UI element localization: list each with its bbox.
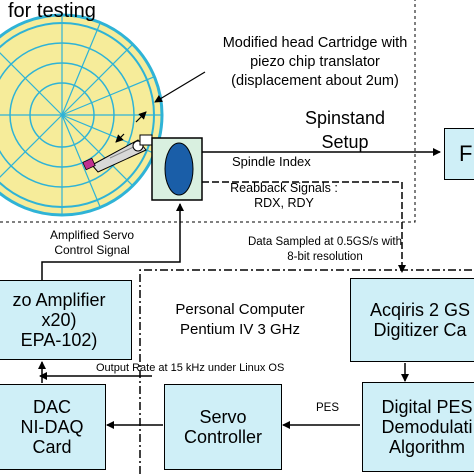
amplified-servo-line1: Amplified Servo [49, 228, 135, 242]
pc-border [139, 269, 474, 474]
piezo-amplifier-line2: x20) [41, 309, 77, 330]
servo-signal-line [41, 203, 184, 280]
piezo-amplifier-box: zo Amplifier x20) EPA-102) [0, 280, 132, 360]
displacement-arrows [115, 111, 147, 143]
acqiris-line2: Digitizer Ca [373, 320, 467, 340]
acqiris-digitizer-box: Acqiris 2 GS Digitizer Ca [350, 278, 474, 362]
data-sampled-line1: Data Sampled at 0.5GS/s with [247, 236, 403, 248]
spinstand-border [0, 0, 416, 223]
spinstand-label-line1: Spinstand [304, 108, 386, 128]
spinstand-label-line2: Setup [321, 132, 369, 152]
servo-controller-box: Servo Controller [164, 384, 282, 470]
dac-line1: DAC [32, 396, 71, 417]
data-sampled-label: Data Sampled at 0.5GS/s with 8-bit resol… [236, 235, 414, 265]
dac-line2: NI-DAQ [20, 416, 84, 437]
output-rate-label: Output Rate at 15 kHz under Linux OS [96, 362, 285, 374]
digital-pes-line1: Digital PES [381, 396, 473, 417]
spinstand-label: Spinstand Setup [300, 106, 390, 154]
data-sampled-line2: 8-bit resolution [287, 251, 363, 263]
amplified-servo-line2: Control Signal [54, 243, 130, 257]
piezo-amplifier-line3: EPA-102) [20, 330, 98, 351]
amplified-servo-label: Amplified Servo Control Signal [32, 228, 152, 258]
digital-pes-line2: Demodulati [381, 416, 473, 437]
servo-line2: Controller [183, 427, 263, 447]
box-right-top: F [444, 128, 474, 180]
readback-line2: RDX, RDY [254, 196, 314, 210]
disk-platter [0, 13, 164, 217]
cartridge-note-line3: (displacement about 2um) [231, 73, 399, 89]
head-arm [82, 134, 153, 173]
pc-label-line2: Pentium IV 3 GHz [179, 321, 301, 338]
title-fragment: for testing [8, 0, 96, 22]
cartridge-note: Modified head Cartridge with piezo chip … [190, 34, 440, 91]
pc-label-line1: Personal Computer [175, 301, 305, 318]
pc-label: Personal Computer Pentium IV 3 GHz [160, 300, 320, 340]
digital-pes-box: Digital PES Demodulati Algorithm [362, 382, 474, 472]
dac-card-box: DAC NI-DAQ Card [0, 384, 106, 470]
readback-line1: Reabback Signals : [230, 181, 338, 195]
readback-line [202, 181, 406, 273]
digital-pes-line3: Algorithm [388, 437, 466, 458]
cartridge-pointer [154, 71, 206, 103]
piezo-amplifier-line1: zo Amplifier [12, 289, 106, 310]
servo-line1: Servo [199, 406, 247, 427]
box-right-top-label: F [459, 140, 473, 166]
spindle-index-label: Spindle Index [232, 154, 311, 169]
acqiris-line1: Acqiris 2 GS [369, 299, 471, 320]
pes-label: PES [316, 402, 340, 414]
cartridge-note-line2: piezo chip translator [250, 54, 380, 70]
readback-label: Reabback Signals : RDX, RDY [224, 181, 344, 211]
cartridge-slider [151, 137, 203, 201]
cartridge-note-line1: Modified head Cartridge with [222, 35, 408, 51]
dac-line3: Card [32, 437, 72, 458]
